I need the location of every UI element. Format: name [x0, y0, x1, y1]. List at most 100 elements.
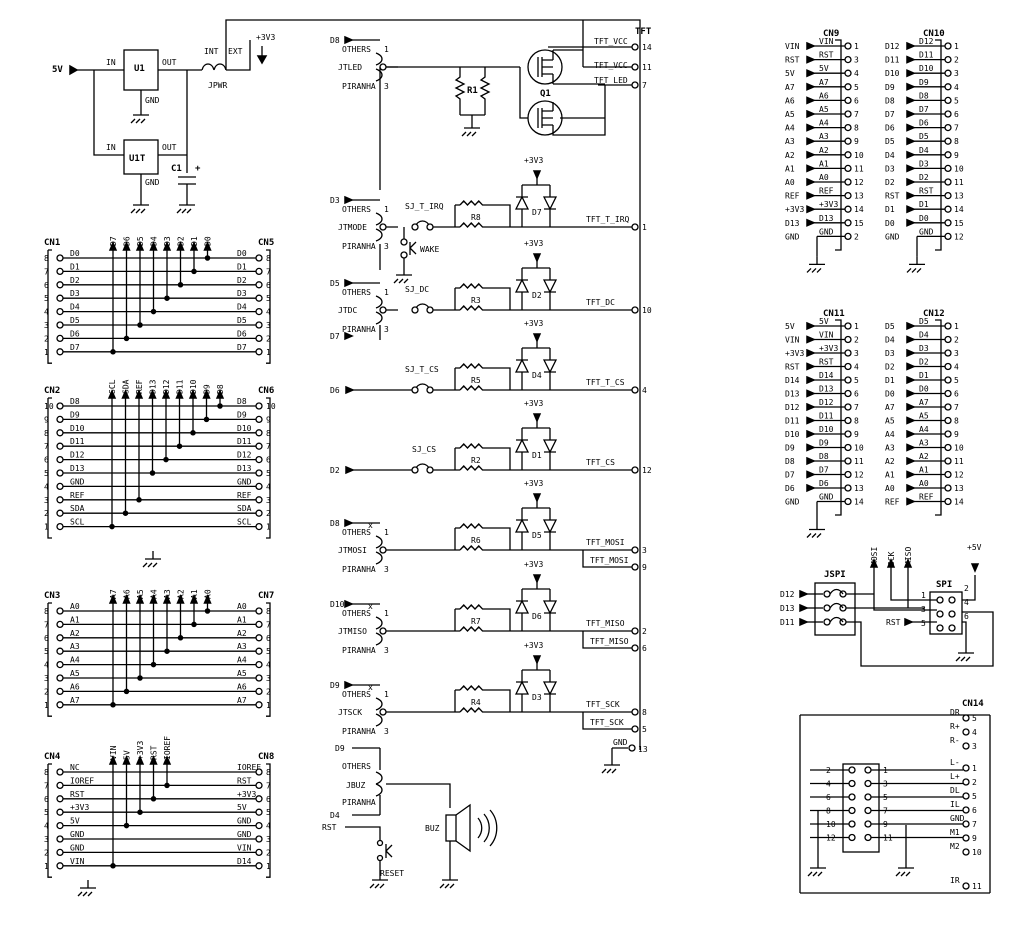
resistor — [459, 443, 490, 449]
resistor — [459, 305, 490, 311]
arrow-icon — [806, 191, 816, 200]
pin-circle — [255, 620, 263, 629]
arrow-icon — [806, 375, 816, 385]
net-label: TFT_DC — [586, 298, 615, 307]
arrow-icon — [806, 402, 816, 412]
arrow-icon — [906, 109, 916, 119]
piranha-label: PIRANHA — [342, 646, 376, 655]
pin-circle — [631, 725, 639, 733]
junction — [123, 822, 130, 829]
cn14-row-label: R+ — [950, 722, 960, 731]
pin-num: 3 — [44, 321, 49, 330]
arrow-icon — [906, 429, 916, 439]
jspi-label: JSPI — [824, 570, 846, 580]
inner-label: D6 — [919, 119, 929, 128]
pin-circle — [864, 833, 872, 842]
left-label: D7 — [785, 471, 795, 480]
pin-circle — [844, 83, 852, 91]
resistor-label: R3 — [471, 296, 481, 305]
inner-label: D4 — [919, 331, 929, 340]
pin-circle — [255, 442, 263, 450]
row-label-left: D10 — [70, 424, 85, 433]
net-pin-2: 6 — [642, 644, 647, 653]
right-connectors: CN9VINVIN1RSTRST35V5V4A7A75A6A66A5A57A4A… — [785, 29, 964, 538]
pin-circle — [844, 219, 852, 227]
pin-num: 1 — [854, 322, 859, 331]
junction — [110, 349, 116, 355]
pin-1: 1 — [384, 528, 389, 537]
row-label-left: D7 — [70, 343, 80, 352]
sj-label: SJ_T_CS — [405, 365, 439, 374]
others-label: OTHERS — [342, 45, 371, 54]
pin-num: 5 — [44, 469, 49, 478]
inner-label: D2 — [919, 173, 929, 182]
q1-label: Q1 — [540, 89, 551, 99]
pin-num: 2 — [854, 336, 859, 345]
junction — [191, 268, 197, 275]
pin-num: 1 — [954, 42, 959, 51]
junction — [191, 621, 197, 628]
pin-circle — [631, 466, 639, 474]
pin-num: 11 — [954, 457, 964, 466]
bus-top-label: D6 — [123, 236, 132, 246]
diode-icon — [514, 599, 530, 614]
bus-top-label: A4 — [150, 589, 159, 599]
inner-label: D10 — [819, 425, 834, 434]
row-label-left: +3V3 — [70, 803, 89, 812]
piranha-label: PIRANHA — [342, 325, 376, 334]
left-label: A0 — [785, 178, 795, 187]
inner-label: RST — [919, 187, 934, 196]
pin-num: 2 — [954, 56, 959, 65]
row-label-left: A2 — [70, 629, 80, 638]
pin-num: 6 — [954, 110, 959, 119]
nc-mark: x — [368, 521, 373, 530]
pin-num-right: 1 — [266, 862, 271, 871]
row-label-right: A4 — [237, 656, 247, 665]
junction — [164, 295, 170, 301]
arrow-icon — [906, 456, 916, 466]
u1-gnd-label: GND — [145, 96, 160, 105]
pin-num-right: 8 — [266, 254, 271, 263]
pin-num: 1 — [954, 322, 959, 331]
pin-num: 15 — [854, 219, 864, 228]
wire — [521, 582, 551, 601]
left-label: 5V — [785, 69, 795, 78]
pin-num: 12 — [954, 232, 964, 241]
pin-1: 1 — [384, 45, 389, 54]
pin-num: 7 — [954, 403, 959, 412]
pin-circle — [379, 306, 387, 314]
cn14-row-label: IR — [950, 876, 960, 885]
wire — [516, 681, 556, 712]
wire — [375, 697, 398, 727]
input-arrow — [69, 64, 79, 76]
pin-1: 1 — [384, 205, 389, 214]
pin-circle — [631, 563, 639, 571]
resistor — [459, 523, 490, 529]
bus-top-label: A3 — [163, 589, 172, 599]
pin-circle — [56, 348, 64, 356]
pin-num: 2 — [854, 232, 859, 241]
inner-label: D7 — [919, 105, 929, 114]
pin-num: 8 — [854, 417, 859, 426]
row-label-right: A6 — [237, 682, 247, 691]
pin-circle — [944, 349, 952, 357]
cn14-row-label: DR — [950, 708, 960, 717]
cn14-row-label: M1 — [950, 828, 960, 837]
arrow-icon — [344, 195, 354, 205]
wire — [454, 527, 460, 551]
pin-circle — [56, 522, 64, 531]
inner-label: D4 — [919, 146, 929, 155]
pin-circle — [944, 497, 952, 506]
inner-label: GND — [819, 493, 834, 502]
bus-top-label: RST — [150, 745, 159, 760]
net-pin: 12 — [642, 466, 652, 475]
arrow-icon — [906, 483, 916, 493]
wire — [166, 603, 169, 652]
row-label-right: +3V3 — [237, 790, 256, 799]
u1-out-label: OUT — [162, 58, 177, 67]
pin-num: 3 — [854, 56, 859, 65]
pin-circle — [255, 835, 263, 843]
pin-circle — [944, 69, 952, 77]
regulator-u1t — [123, 139, 159, 175]
